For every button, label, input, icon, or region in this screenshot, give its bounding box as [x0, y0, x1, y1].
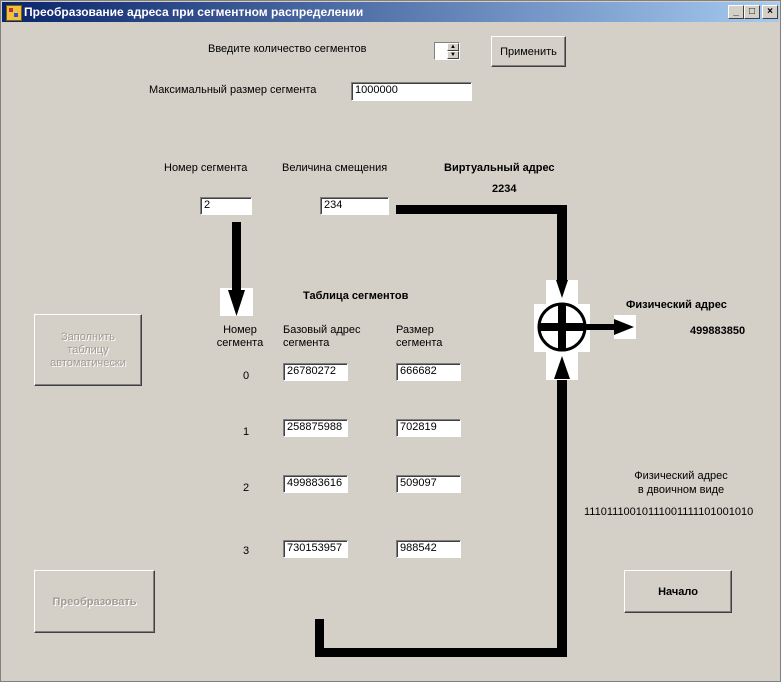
start-button[interactable]: Начало — [624, 570, 732, 613]
physical-binary-label: Физический адрес в двоичном виде — [634, 470, 728, 496]
apply-button[interactable]: Применить — [491, 36, 566, 67]
segment-size-input[interactable]: 666682 — [396, 363, 461, 381]
offset-input[interactable]: 234 — [320, 197, 389, 215]
table-header-base: Базовый адрес сегмента — [283, 324, 361, 349]
flow-line-bottom — [315, 648, 567, 657]
spinner-up-icon[interactable]: ▲ — [447, 43, 459, 51]
row-index: 1 — [243, 426, 250, 438]
adder-plus-circle-icon — [534, 280, 590, 380]
app-icon[interactable] — [6, 5, 22, 21]
row-index: 2 — [243, 482, 250, 494]
flow-line-offset-right — [396, 205, 567, 214]
segment-number-label: Номер сегмента — [164, 162, 248, 174]
segment-size-input[interactable]: 509097 — [396, 475, 461, 493]
segment-size-input[interactable]: 702819 — [396, 419, 461, 437]
row-index: 0 — [243, 370, 250, 382]
table-header-size: Размер сегмента — [396, 324, 443, 349]
table-header-number: Номер сегмента — [216, 324, 264, 349]
close-button[interactable]: × — [762, 5, 778, 19]
base-address-input[interactable]: 258875988 — [283, 419, 348, 437]
virtual-address-title: Виртуальный адрес — [444, 162, 555, 174]
segments-count-spinner[interactable]: ▲ ▼ — [434, 42, 460, 60]
max-size-input[interactable]: 1000000 — [351, 82, 472, 101]
physical-address-title: Физический адрес — [626, 299, 727, 311]
flow-line-up-to-adder — [557, 378, 567, 657]
spinner-down-icon[interactable]: ▼ — [447, 51, 459, 59]
base-address-input[interactable]: 499883616 — [283, 475, 348, 493]
title-bar[interactable]: Преобразование адреса при сегментном рас… — [2, 2, 779, 22]
maximize-button[interactable]: □ — [744, 5, 760, 19]
segment-size-input[interactable]: 988542 — [396, 540, 461, 558]
segment-table-title: Таблица сегментов — [303, 290, 409, 302]
window-title: Преобразование адреса при сегментном рас… — [24, 5, 364, 19]
physical-address-value: 499883850 — [690, 325, 746, 337]
fill-table-auto-button[interactable]: Заполнить таблицу автоматически — [34, 314, 142, 386]
row-index: 3 — [243, 545, 250, 557]
base-address-input[interactable]: 730153957 — [283, 540, 348, 558]
flow-line-bottom-stub — [315, 619, 324, 657]
virtual-address-value: 2234 — [492, 183, 517, 195]
offset-label: Величина смещения — [282, 162, 388, 174]
physical-binary-value: 11101110010111001111101001010 — [584, 506, 754, 518]
flow-line-down-to-adder — [557, 205, 567, 283]
down-arrow-icon — [220, 222, 253, 316]
convert-button[interactable]: Преобразовать — [34, 570, 155, 633]
base-address-input[interactable]: 26780272 — [283, 363, 348, 381]
segments-count-label: Введите количество сегментов — [208, 43, 367, 55]
right-arrow-icon — [586, 315, 636, 339]
max-size-label: Максимальный размер сегмента — [149, 84, 317, 96]
segment-number-input[interactable]: 2 — [200, 197, 252, 215]
minimize-button[interactable]: _ — [728, 5, 744, 19]
